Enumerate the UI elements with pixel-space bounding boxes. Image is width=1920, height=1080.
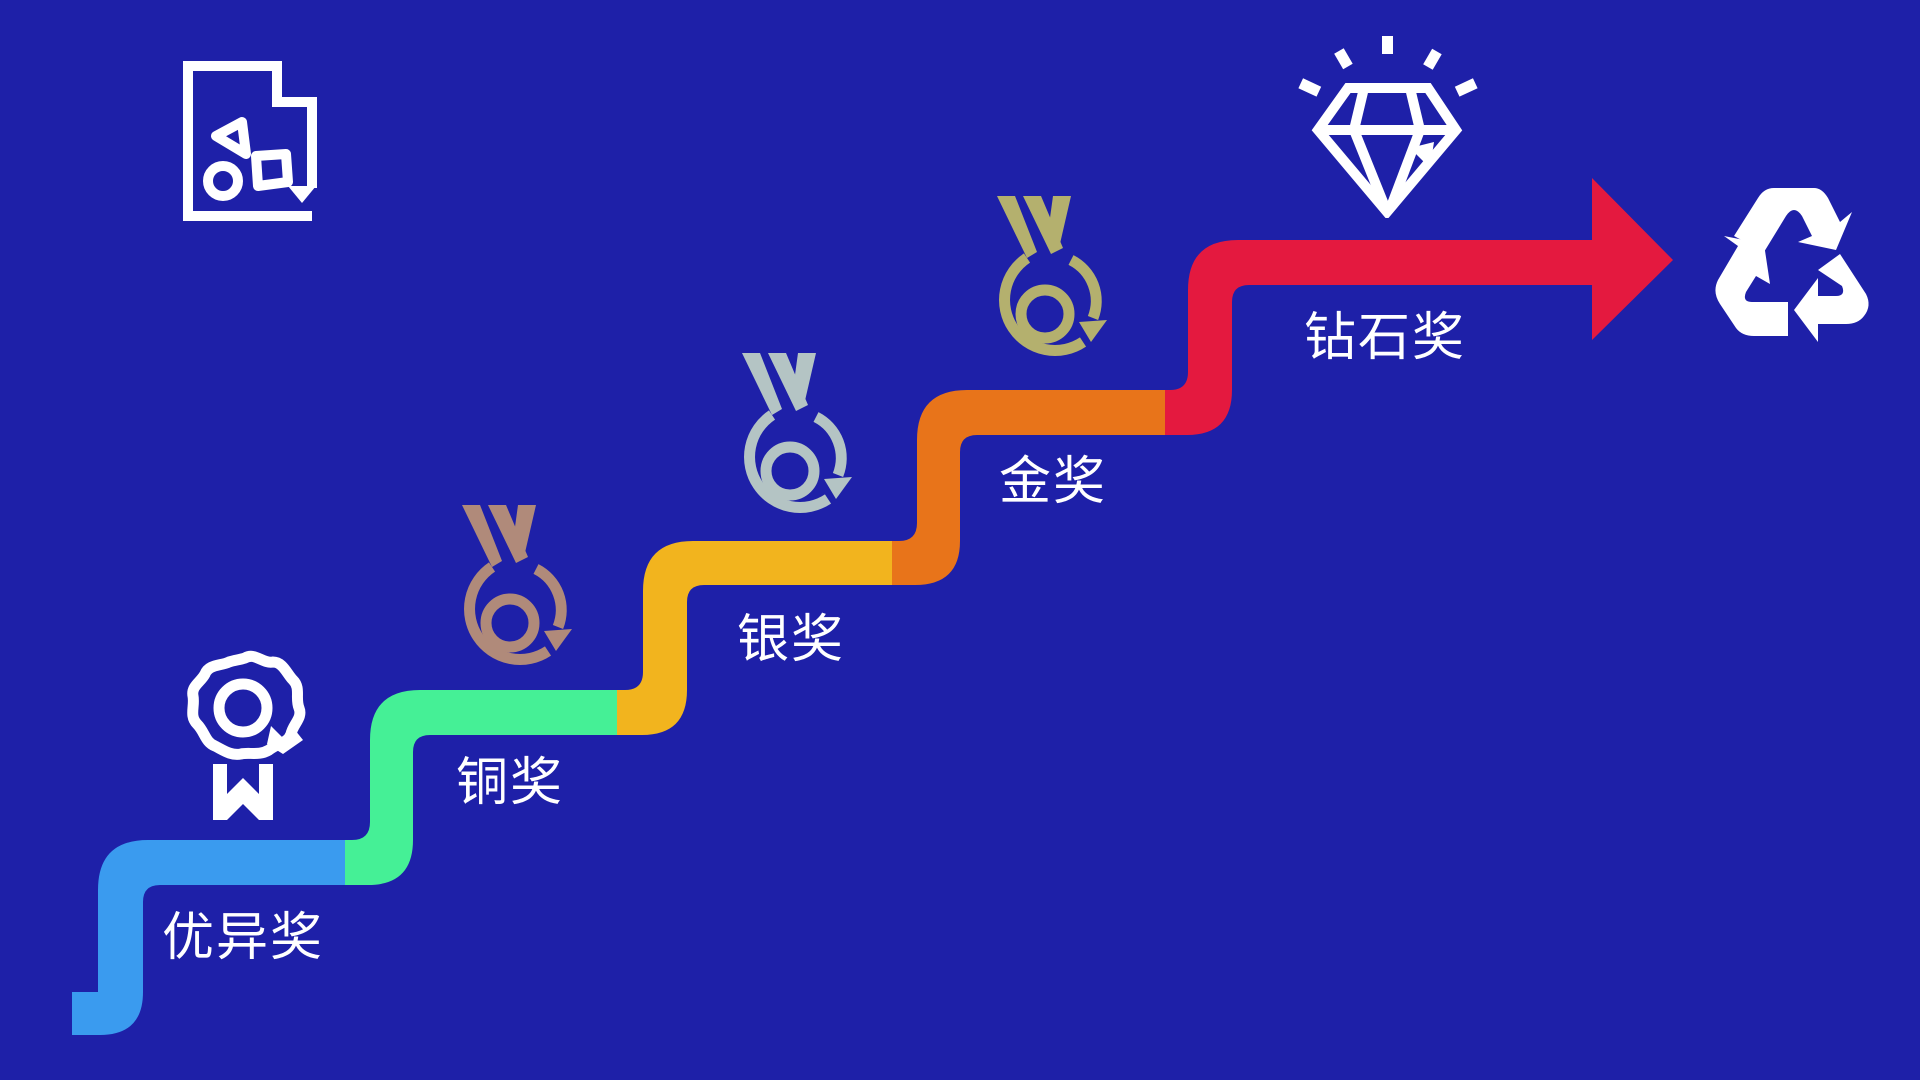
step-bronze (345, 690, 617, 885)
step-excellence (72, 840, 345, 1035)
step-diamond (1165, 178, 1673, 435)
document-shapes-icon (183, 61, 317, 221)
medal-icon-bronze (462, 505, 572, 665)
label-excellence: 优异奖 (162, 908, 325, 968)
step-silver (617, 541, 892, 735)
step-gold (892, 390, 1165, 585)
diamond-icon (1298, 36, 1478, 218)
label-diamond: 钻石奖 (1304, 308, 1467, 368)
medal-icon-gold (997, 196, 1107, 356)
label-gold: 金奖 (999, 452, 1108, 512)
label-silver: 银奖 (737, 610, 846, 670)
label-bronze: 铜奖 (456, 753, 565, 813)
rosette-award-icon (187, 650, 306, 820)
medal-icon-silver (742, 353, 852, 513)
recycle-icon (1715, 188, 1869, 342)
